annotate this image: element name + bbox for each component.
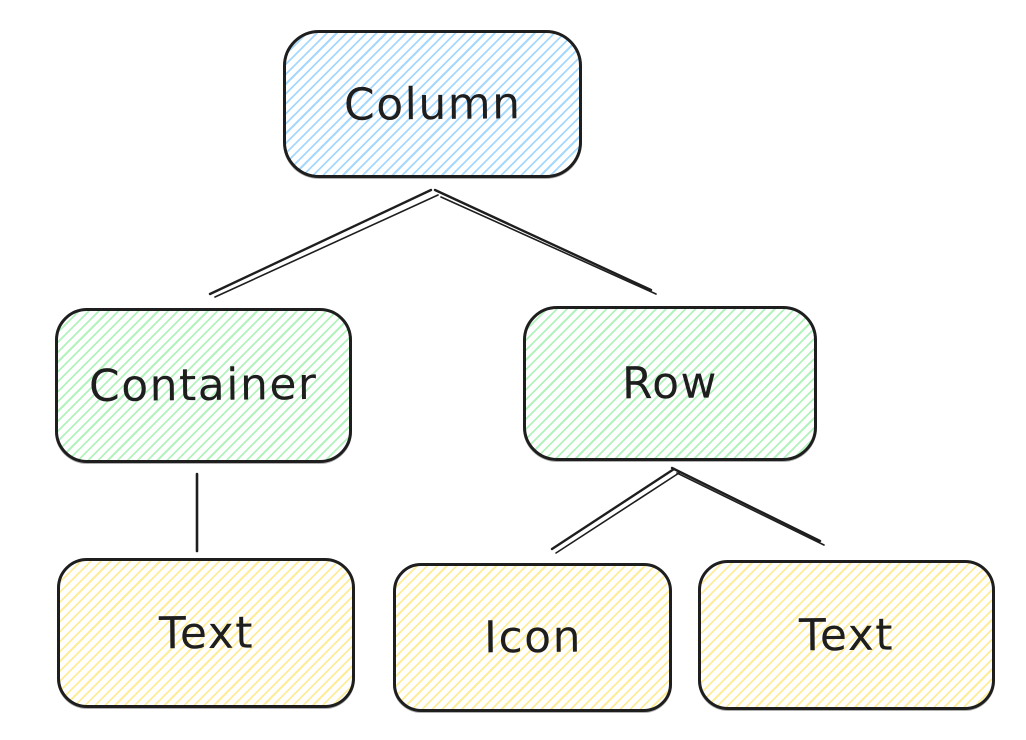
node-icon: Icon: [393, 563, 672, 712]
edge-column-container: [208, 188, 439, 298]
node-column-label: Column: [343, 77, 522, 131]
node-container-label: Container: [89, 359, 318, 412]
node-row: Row: [523, 306, 817, 461]
node-row-label: Row: [621, 357, 719, 410]
node-text-left-label: Text: [158, 607, 254, 659]
edge-row-text: [670, 466, 825, 546]
node-container: Container: [55, 308, 352, 463]
node-column: Column: [283, 30, 582, 178]
node-text-left: Text: [57, 558, 355, 708]
edge-column-row: [433, 188, 657, 295]
node-text-right: Text: [698, 560, 995, 710]
node-text-right-label: Text: [798, 609, 895, 661]
node-icon-label: Icon: [483, 611, 582, 664]
edge-row-icon: [550, 467, 680, 554]
